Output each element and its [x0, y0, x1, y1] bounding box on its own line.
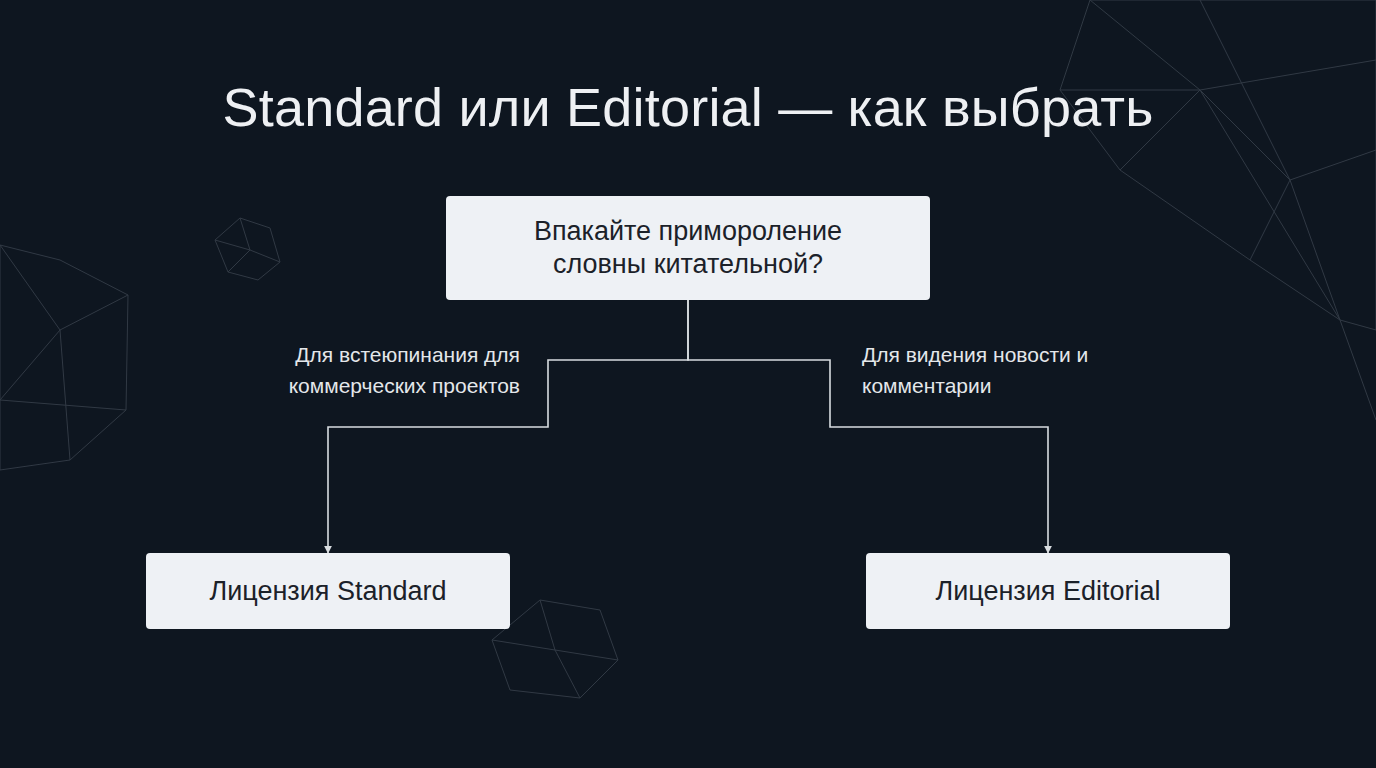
elbow-connector — [328, 300, 688, 553]
elbow-connector — [688, 300, 1048, 553]
edge-label: Для видения новости и комментарии — [862, 339, 1162, 401]
license-box: Лицензия Editorial — [866, 553, 1230, 629]
node-text: Впакайте примороление словны китательной… — [498, 215, 878, 281]
node-text: Лицензия Editorial — [935, 575, 1160, 608]
license-box: Лицензия Standard — [146, 553, 510, 629]
edge-label: Для встеюпинания для коммерческих проект… — [220, 339, 520, 401]
diagram-title: Standard или Editorial — как выбрать — [0, 76, 1376, 138]
node-text: Лицензия Standard — [209, 575, 446, 608]
question-box: Впакайте примороление словны китательной… — [446, 196, 930, 300]
